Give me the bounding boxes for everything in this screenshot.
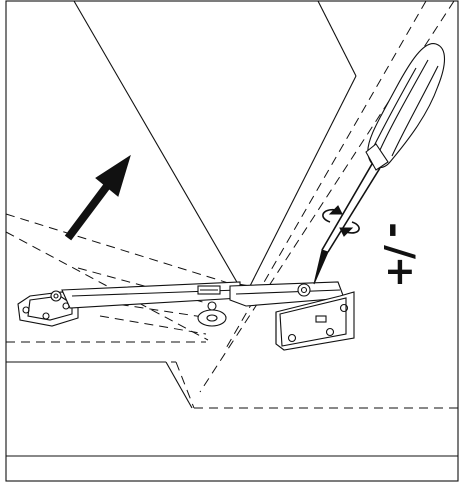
rotation-arrows-icon — [322, 205, 360, 237]
slash-label: / — [377, 245, 421, 259]
open-direction-arrow-icon — [64, 154, 131, 241]
hinge-arm — [17, 281, 345, 327]
hidden-outline-dashes — [5, 0, 458, 409]
frame-border — [5, 0, 459, 482]
mounting-plate — [275, 291, 355, 351]
window-sash-outline — [73, 0, 357, 287]
plus-label: + — [384, 249, 416, 293]
screwdriver-icon — [313, 43, 446, 285]
lower-frame-outline — [6, 361, 458, 457]
minus-label: - — [369, 222, 413, 238]
